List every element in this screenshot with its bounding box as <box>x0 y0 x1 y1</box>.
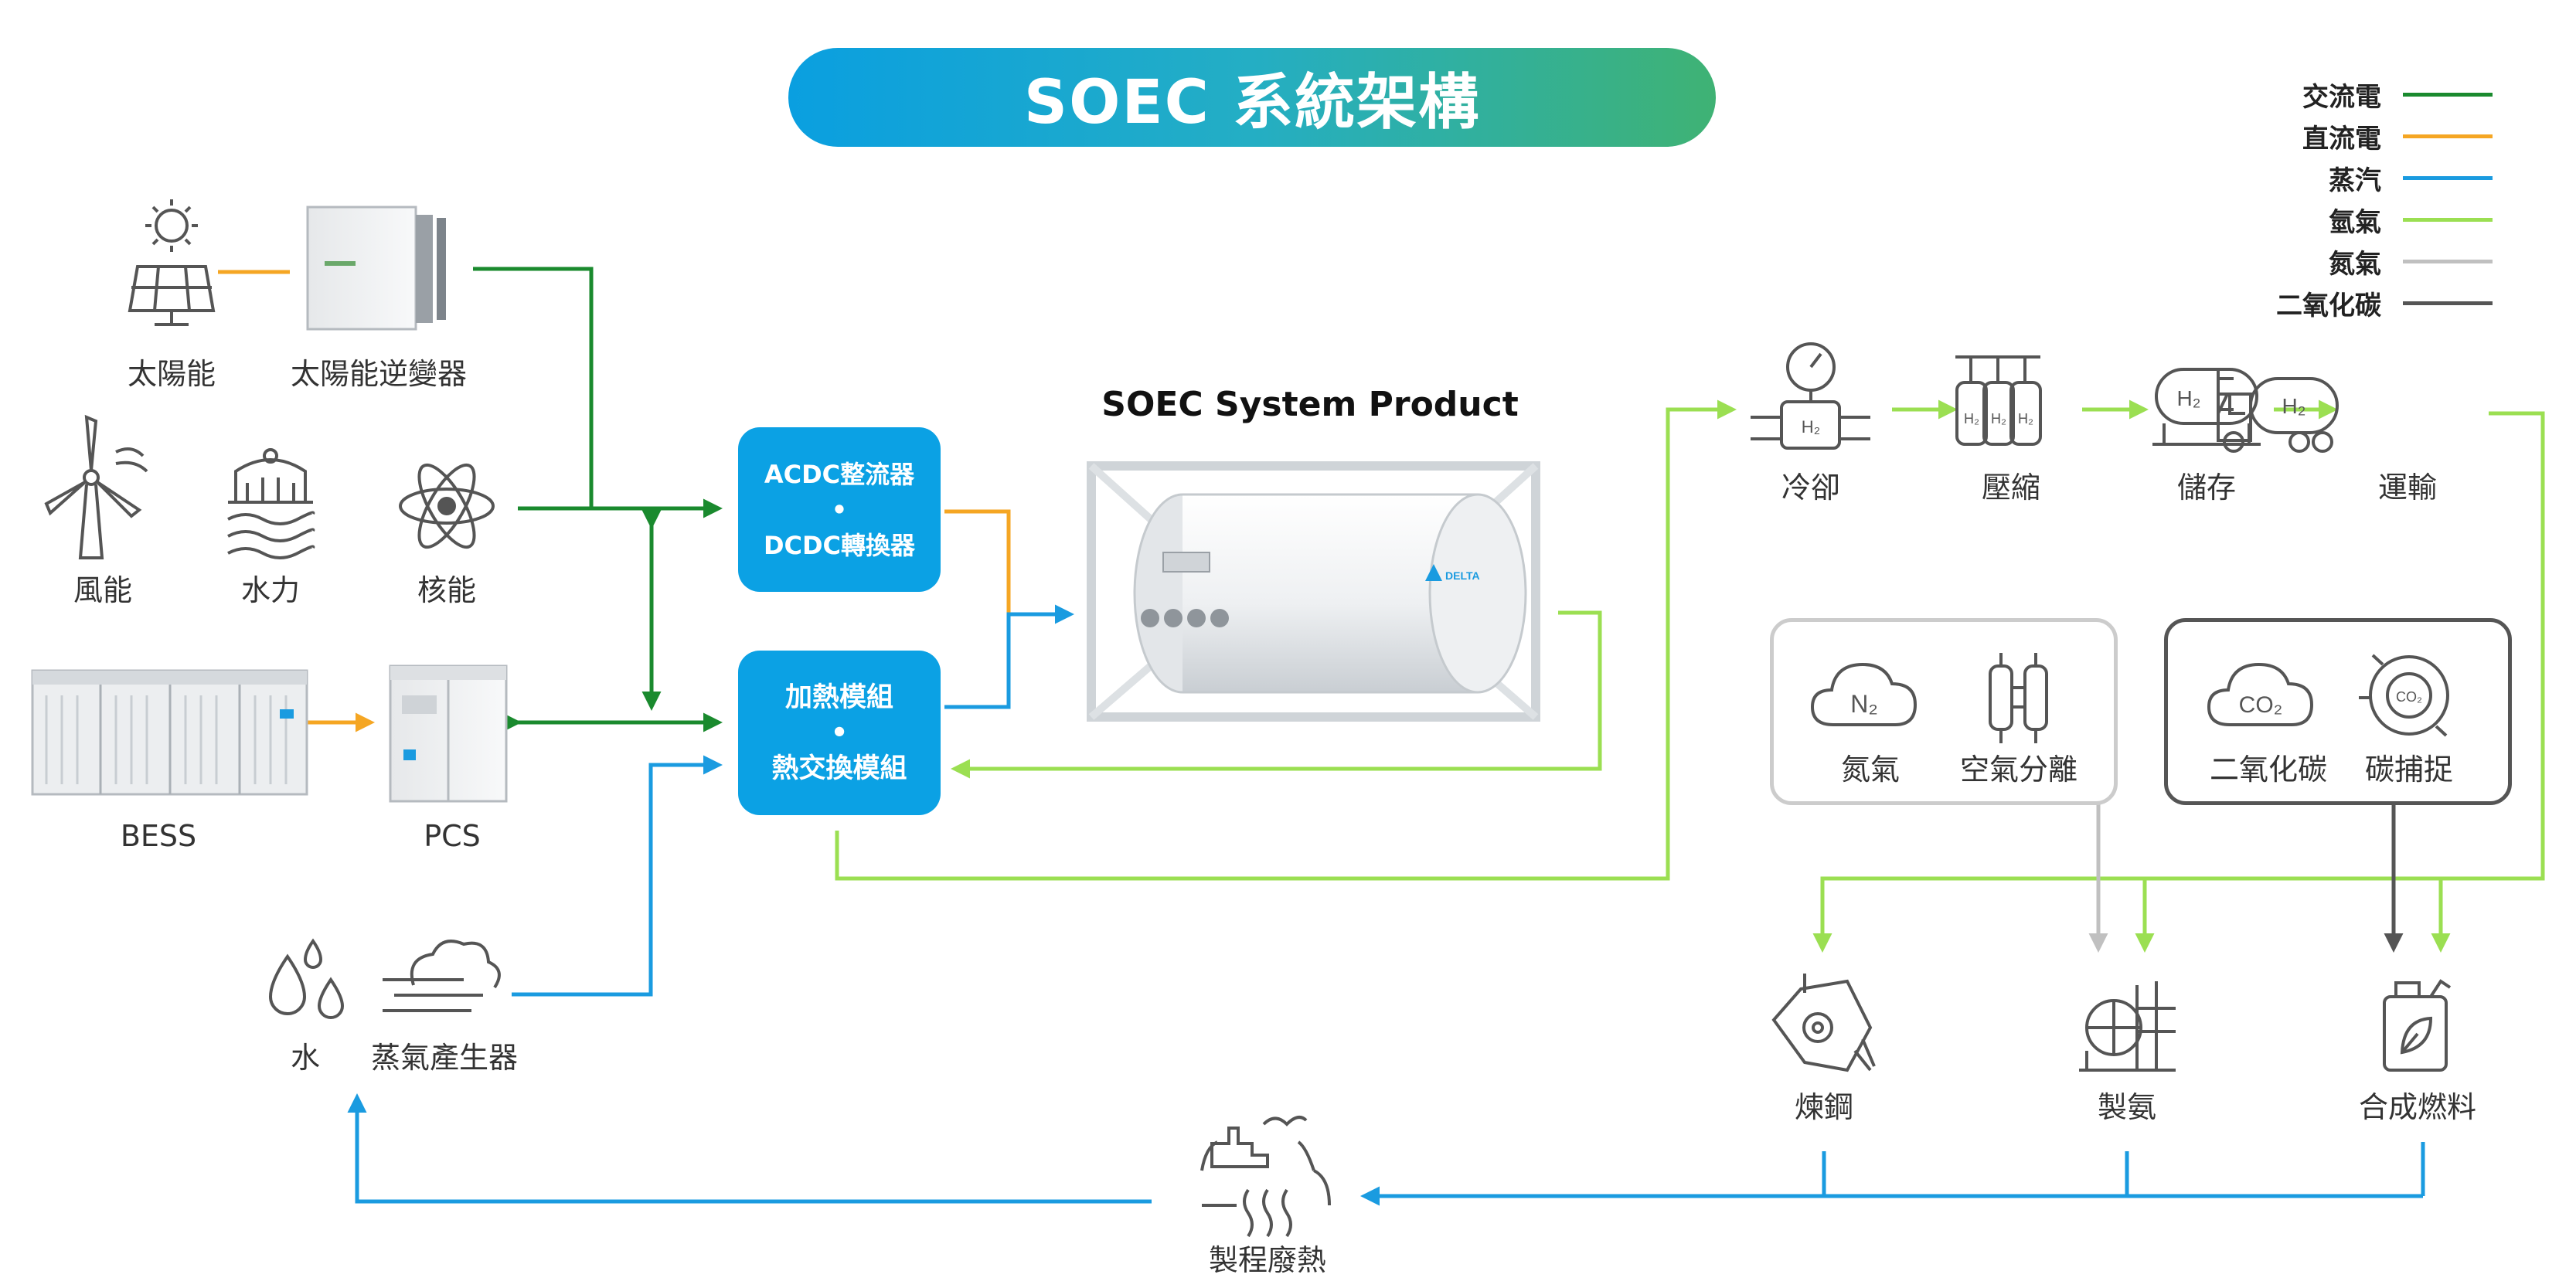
label-storage: 儲存 <box>2176 471 2237 505</box>
label-co2: 二氧化碳 <box>2209 753 2328 787</box>
co2-box <box>2164 618 2512 805</box>
h2-label-store: H₂ <box>2176 386 2200 410</box>
inverter-icon <box>306 206 446 331</box>
nitrogen-box <box>1770 618 2118 805</box>
label-ammonia: 製氨 <box>2097 1090 2157 1124</box>
legend-swatch <box>2403 92 2493 97</box>
rectifier-line1: ACDC整流器 <box>764 459 915 489</box>
co2-cloud-icon: CO₂ <box>2207 662 2314 726</box>
legend-item-co2: 二氧化碳 <box>2276 287 2493 321</box>
h2-label-compress-2: H₂ <box>1991 411 2006 427</box>
label-solar: 太陽能 <box>127 357 216 391</box>
legend-item-hydrogen: 氫氣 <box>2329 204 2493 238</box>
solar-icon <box>128 199 216 326</box>
legend-item-dc: 直流電 <box>2302 121 2493 155</box>
compression-icon: H₂ H₂ H₂ <box>1955 355 2042 446</box>
rectifier-line2: DCDC轉換器 <box>763 530 916 560</box>
soec-product-image: DELTA <box>1087 461 1540 722</box>
air-separation-icon <box>1989 653 2048 743</box>
legend-label: 氫氣 <box>2329 206 2381 238</box>
h2-label-cool: H₂ <box>1802 417 1820 437</box>
storage-icon: H₂ <box>2152 368 2261 446</box>
transport-icon: H₂ <box>2217 377 2339 453</box>
ammonia-plant-icon <box>2079 981 2176 1072</box>
label-pcs: PCS <box>424 819 481 853</box>
page-title: SOEC 系統架構 <box>1023 68 1481 138</box>
legend-label: 二氧化碳 <box>2276 290 2381 321</box>
label-waste-heat: 製程廢熱 <box>1208 1243 1327 1277</box>
legend-label: 直流電 <box>2302 123 2381 155</box>
heating-exchange-box: 加熱模組 • 熱交換模組 <box>738 651 941 815</box>
legend-item-nitrogen: 氮氣 <box>2329 246 2493 280</box>
steel-icon <box>1771 974 1876 1072</box>
steam-lines <box>347 604 2425 1201</box>
h2-label-compress-3: H₂ <box>2018 411 2033 427</box>
n2-glyph: N₂ <box>1850 690 1878 718</box>
h2-label-compress-1: H₂ <box>1964 411 1979 427</box>
steam-generator-icon <box>383 940 501 1012</box>
label-transport: 運輸 <box>2377 471 2438 505</box>
label-bess: BESS <box>120 819 197 853</box>
legend-swatch <box>2403 259 2493 263</box>
rectifier-converter-box: ACDC整流器 • DCDC轉換器 <box>738 427 941 592</box>
legend-item-ac: 交流電 <box>2302 79 2493 113</box>
label-cooling: 冷卻 <box>1781 471 1841 505</box>
label-air-separation: 空氣分離 <box>1959 753 2078 787</box>
cooling-icon: H₂ <box>1751 342 1870 450</box>
legend-label: 交流電 <box>2302 81 2381 113</box>
delta-logo-text: DELTA <box>1445 569 1480 582</box>
label-compression: 壓縮 <box>1981 471 2041 505</box>
heat-line2: 熱交換模組 <box>771 753 907 784</box>
heat-dot: • <box>830 717 849 749</box>
legend-swatch <box>2403 175 2493 180</box>
water-icon <box>268 938 345 1019</box>
wind-icon <box>44 414 148 559</box>
label-steam-generator: 蒸氣產生器 <box>370 1041 519 1075</box>
legend-swatch <box>2403 217 2493 222</box>
label-inverter: 太陽能逆變器 <box>290 357 468 391</box>
legend-label: 氮氣 <box>2329 248 2381 280</box>
label-nitrogen: 氮氣 <box>1840 753 1901 787</box>
label-wind: 風能 <box>73 573 133 607</box>
label-carbon-capture: 碳捕捉 <box>2364 753 2454 787</box>
nitrogen-cloud-icon: N₂ <box>1810 662 1918 726</box>
heat-line1: 加熱模組 <box>784 681 893 713</box>
co2-glyph-capture: CO₂ <box>2396 689 2422 705</box>
pcs-icon <box>389 664 508 803</box>
hydrogen-lines <box>835 399 2545 953</box>
label-nuclear: 核能 <box>417 573 477 607</box>
h2-label-transport: H₂ <box>2282 394 2305 418</box>
label-steel: 煉鋼 <box>1794 1090 1854 1124</box>
bess-icon <box>31 669 308 796</box>
title-banner: SOEC 系統架構 <box>788 48 1716 147</box>
label-hydro: 水力 <box>240 573 301 607</box>
legend-swatch <box>2403 134 2493 138</box>
synthetic-fuel-icon <box>2383 979 2452 1072</box>
legend-item-steam: 蒸汽 <box>2329 162 2493 196</box>
label-synthetic-fuel: 合成燃料 <box>2358 1090 2477 1124</box>
carbon-capture-icon: CO₂ <box>2359 654 2449 737</box>
product-title: SOEC System Product <box>1101 385 1519 424</box>
co2-glyph: CO₂ <box>2239 692 2283 718</box>
label-water: 水 <box>290 1041 321 1075</box>
legend-swatch <box>2403 301 2493 305</box>
hydro-icon <box>227 448 315 559</box>
nuclear-icon <box>399 463 495 549</box>
rectifier-dot: • <box>831 494 848 525</box>
legend-label: 蒸汽 <box>2329 165 2381 196</box>
waste-heat-icon <box>1200 1116 1331 1238</box>
ac-lines <box>473 267 723 732</box>
